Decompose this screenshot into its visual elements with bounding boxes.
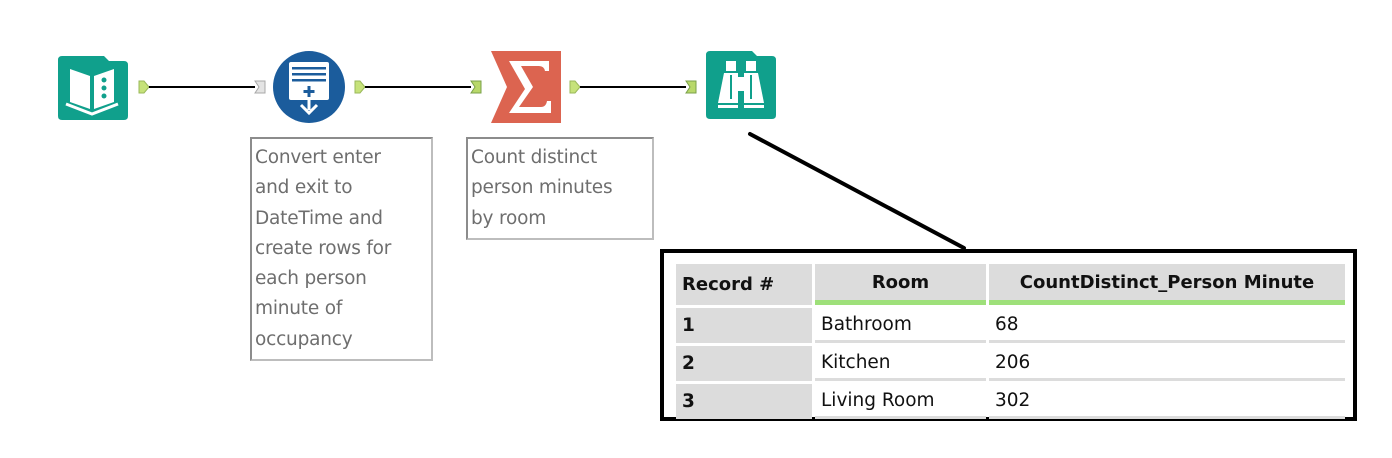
annotation-line: create rows for — [255, 237, 392, 259]
generate-rows-icon — [273, 51, 345, 123]
generate-rows-output-anchor[interactable] — [354, 80, 366, 94]
annotation-line: Convert enter — [255, 147, 381, 168]
room-cell[interactable]: Kitchen — [815, 346, 986, 381]
count-cell[interactable]: 302 — [989, 384, 1345, 419]
annotation-line: occupancy — [255, 328, 353, 350]
summarize-input-anchor[interactable] — [470, 80, 482, 94]
summarize-output-anchor[interactable] — [569, 80, 581, 94]
browse-tool[interactable] — [704, 49, 778, 121]
summarize-annotation[interactable]: Count distinct person minutes by room — [466, 137, 654, 240]
input-data-tool[interactable] — [56, 52, 130, 122]
generate-rows-input-anchor[interactable] — [254, 80, 266, 94]
column-header-count[interactable]: CountDistinct_Person Minute — [989, 264, 1345, 305]
column-header-record[interactable]: Record # — [676, 264, 812, 305]
record-number: 3 — [676, 384, 812, 419]
browse-input-anchor[interactable] — [685, 80, 697, 94]
table-header-row: Record # Room CountDistinct_Person Minut… — [676, 264, 1345, 305]
results-table: Record # Room CountDistinct_Person Minut… — [673, 261, 1348, 422]
annotation-line: and exit to — [255, 177, 353, 199]
table-row[interactable]: 1 Bathroom 68 — [676, 308, 1345, 343]
count-cell[interactable]: 68 — [989, 308, 1345, 343]
room-cell[interactable]: Bathroom — [815, 308, 986, 343]
count-cell[interactable]: 206 — [989, 346, 1345, 381]
connection-line[interactable] — [580, 86, 686, 88]
results-panel: Record # Room CountDistinct_Person Minut… — [660, 249, 1357, 421]
record-number: 2 — [676, 346, 812, 381]
generate-rows-tool[interactable] — [272, 50, 346, 124]
input-output-anchor[interactable] — [138, 80, 150, 94]
annotation-line: person minutes — [471, 177, 613, 199]
sigma-icon — [491, 51, 561, 123]
annotation-line: by room — [471, 207, 547, 229]
summarize-tool[interactable] — [489, 51, 561, 123]
connection-line[interactable] — [365, 86, 471, 88]
annotation-line: each person — [255, 268, 367, 290]
table-row[interactable]: 2 Kitchen 206 — [676, 346, 1345, 381]
annotation-line: minute of — [255, 298, 343, 320]
table-row[interactable]: 3 Living Room 302 — [676, 384, 1345, 419]
connection-line[interactable] — [149, 86, 255, 88]
column-header-room[interactable]: Room — [815, 264, 986, 305]
book-icon — [58, 56, 128, 120]
binoculars-icon — [706, 51, 776, 119]
record-number: 1 — [676, 308, 812, 343]
room-cell[interactable]: Living Room — [815, 384, 986, 419]
annotation-line: Count distinct — [471, 147, 598, 168]
generate-rows-annotation[interactable]: Convert enter and exit to DateTime and c… — [250, 137, 433, 361]
annotation-line: DateTime and — [255, 207, 383, 229]
